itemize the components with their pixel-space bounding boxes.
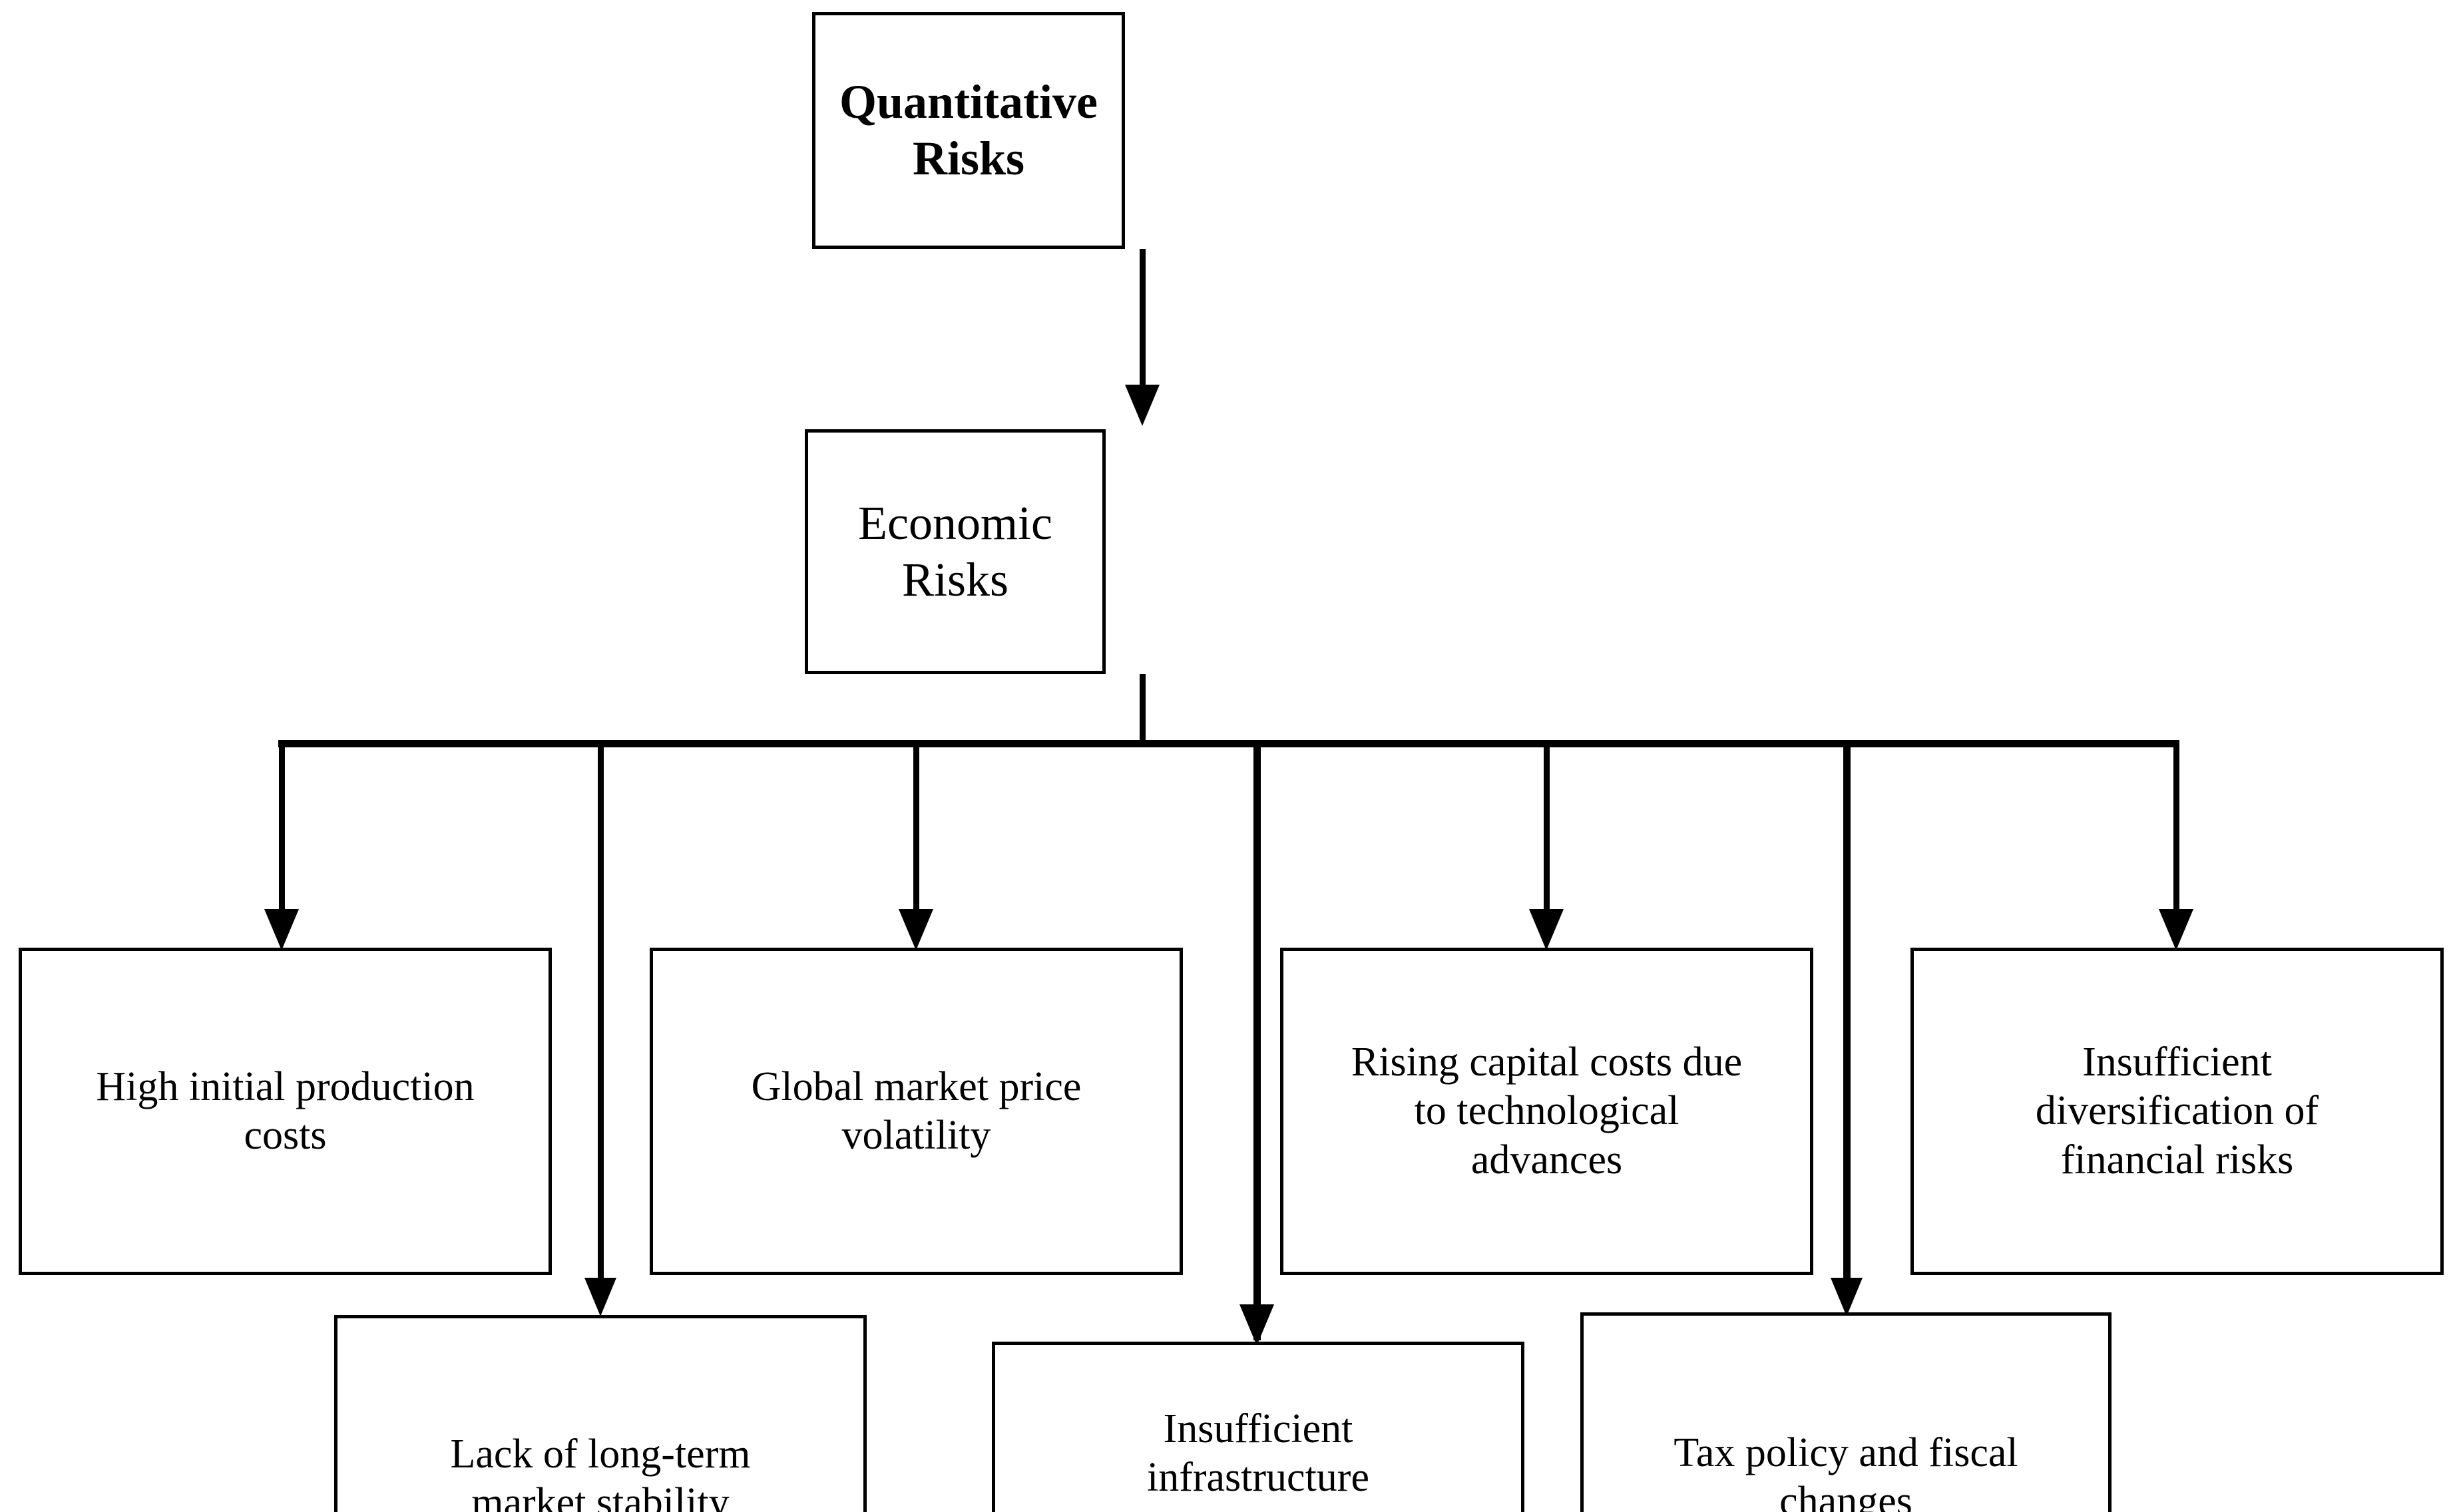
node-insufficient-diversification[interactable]: Insufficient diversification of financia… xyxy=(1910,948,2444,1275)
arrowhead-rising-capital-costs xyxy=(1529,909,1564,950)
edge-drop-lack-of-long-term-market-stability xyxy=(598,740,604,1302)
node-label: Economic Risks xyxy=(858,496,1052,606)
node-label: Insufficient infrastructure investment xyxy=(1147,1406,1369,1512)
edge-drop-high-initial-production-costs xyxy=(279,740,285,916)
edge-root-to-economic-arrowhead xyxy=(1125,385,1160,426)
node-label: Tax policy and fiscal changes xyxy=(1673,1429,2018,1512)
node-label: Rising capital costs due to technologica… xyxy=(1351,1040,1743,1183)
node-economic-risks[interactable]: Economic Risks xyxy=(805,429,1106,674)
edge-drop-insufficient-diversification xyxy=(2173,740,2179,916)
edge-drop-global-market-price-volatility xyxy=(913,740,919,916)
node-lack-of-long-term-market-stability[interactable]: Lack of long-term market stability xyxy=(334,1315,867,1512)
node-label: Quantitative Risks xyxy=(839,75,1098,185)
node-label: High initial production costs xyxy=(96,1063,475,1158)
edge-drop-rising-capital-costs xyxy=(1544,740,1550,916)
edge-economic-to-bus-stem xyxy=(1140,674,1146,746)
arrowhead-insufficient-infrastructure-investment xyxy=(1239,1304,1274,1346)
node-insufficient-infrastructure-investment[interactable]: Insufficient infrastructure investment xyxy=(992,1342,1524,1512)
distribution-bus-line xyxy=(278,740,2179,747)
node-tax-policy-and-fiscal-changes[interactable]: Tax policy and fiscal changes xyxy=(1580,1312,2112,1512)
node-quantitative-risks[interactable]: Quantitative Risks xyxy=(812,12,1125,249)
arrowhead-tax-policy-and-fiscal-changes xyxy=(1831,1278,1863,1316)
node-label: Lack of long-term market stability xyxy=(450,1431,751,1512)
edge-drop-tax-policy-and-fiscal-changes xyxy=(1843,740,1851,1302)
edge-drop-insufficient-infrastructure-investment xyxy=(1253,740,1261,1340)
arrowhead-insufficient-diversification xyxy=(2159,909,2193,950)
arrowhead-global-market-price-volatility xyxy=(899,909,933,950)
node-global-market-price-volatility[interactable]: Global market price volatility xyxy=(650,948,1183,1275)
node-high-initial-production-costs[interactable]: High initial production costs xyxy=(19,948,552,1275)
arrowhead-high-initial-production-costs xyxy=(264,909,299,950)
node-label: Global market price volatility xyxy=(751,1063,1082,1158)
node-label: Insufficient diversification of financia… xyxy=(2035,1040,2319,1183)
edge-root-to-economic-stem xyxy=(1140,249,1146,387)
arrowhead-lack-of-long-term-market-stability xyxy=(584,1278,616,1316)
node-rising-capital-costs[interactable]: Rising capital costs due to technologica… xyxy=(1280,948,1813,1275)
